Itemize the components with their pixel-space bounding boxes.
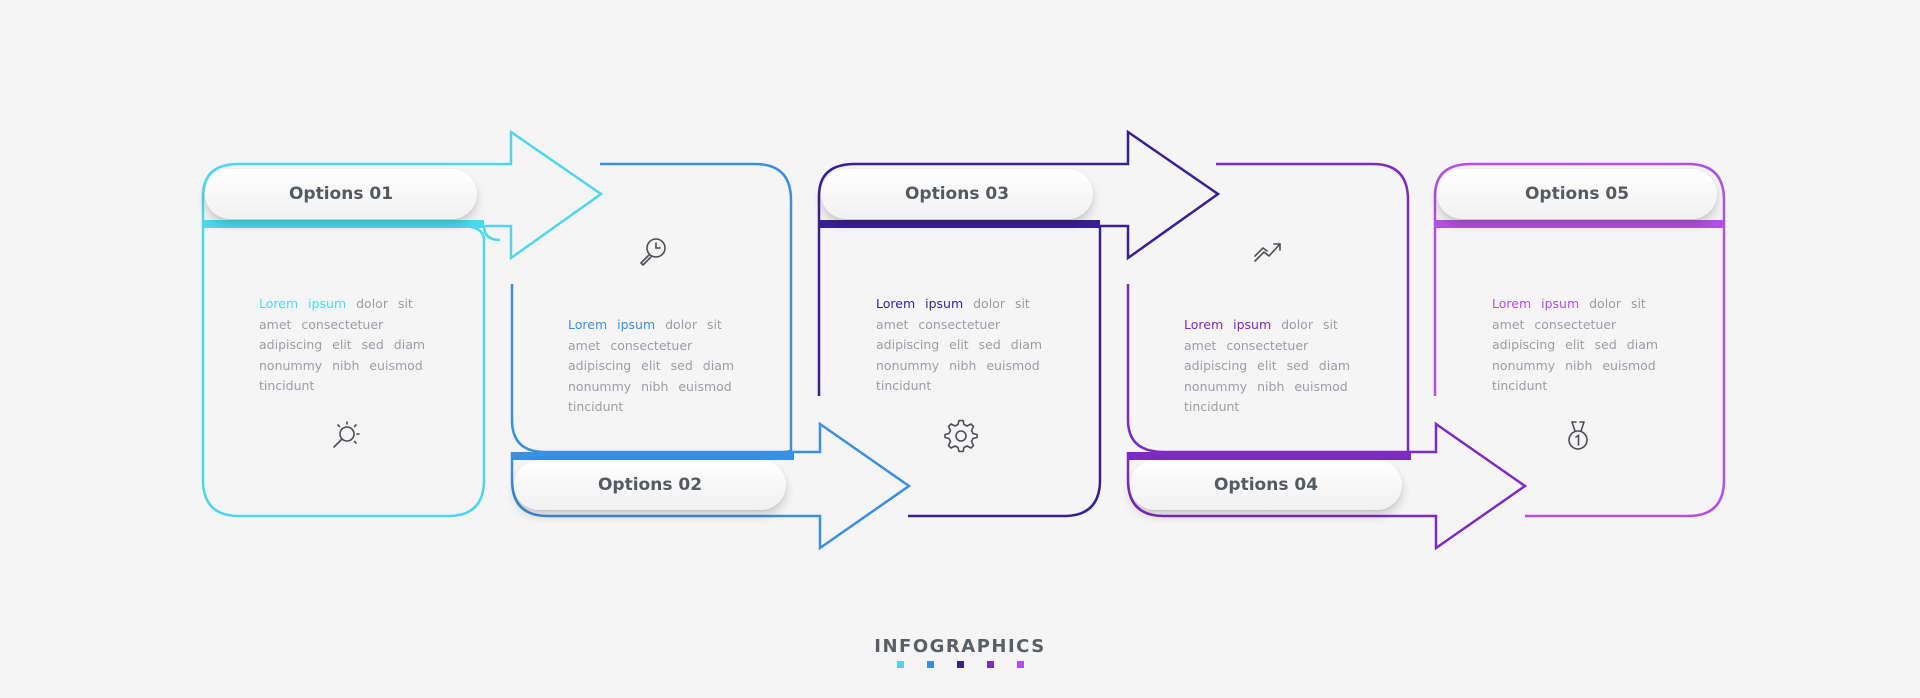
step-5-body: Lorem ipsum dolor sit amet consectetuer … (1492, 294, 1672, 397)
brand-title: INFOGRAPHICS (874, 636, 1046, 657)
step-4-body: Lorem ipsum dolor sit amet consectetuer … (1184, 315, 1364, 418)
brand-dot-5 (1017, 661, 1024, 668)
step-2-highlight-1: Lorem (568, 317, 608, 332)
step-4-highlight-1: Lorem (1184, 317, 1224, 332)
step-2-body: Lorem ipsum dolor sit amet consectetuer … (568, 315, 748, 418)
brand-dot-2 (927, 661, 934, 668)
step-4-frame (1126, 162, 1528, 551)
step-2-frame (510, 162, 912, 551)
step-1-highlight-1: Lorem (259, 296, 299, 311)
step-3-highlight-1: Lorem (876, 296, 916, 311)
step-1-highlight-2: ipsum (308, 296, 347, 311)
brand-dots (897, 661, 1024, 669)
medal-icon (1561, 419, 1595, 453)
step-1-body: Lorem ipsum dolor sit amet consectetuer … (259, 294, 439, 397)
step-3-body: Lorem ipsum dolor sit amet consectetuer … (876, 294, 1056, 397)
step-3-highlight-2: ipsum (925, 296, 964, 311)
step-2-highlight-2: ipsum (617, 317, 656, 332)
step-5-frame (1433, 162, 1726, 518)
step-2-text: dolor sit amet consectetuer adipiscing e… (568, 317, 735, 415)
step-5-title: Options 05 (1437, 169, 1717, 219)
step-5-highlight-2: ipsum (1541, 296, 1580, 311)
brand-dot-4 (987, 661, 994, 668)
step-3-text: dolor sit amet consectetuer adipiscing e… (876, 296, 1043, 394)
lightbulb-icon (328, 419, 362, 453)
brand-dot-3 (957, 661, 964, 668)
gear-icon (944, 419, 978, 453)
step-4-title: Options 04 (1130, 460, 1402, 510)
step-2-title: Options 02 (514, 460, 786, 510)
step-5-text: dolor sit amet consectetuer adipiscing e… (1492, 296, 1659, 394)
search-clock-icon (636, 235, 670, 269)
step-1-title: Options 01 (205, 169, 477, 219)
step-4-text: dolor sit amet consectetuer adipiscing e… (1184, 317, 1351, 415)
step-3-title: Options 03 (821, 169, 1093, 219)
step-3-frame (817, 129, 1221, 518)
step-1-frame (201, 129, 604, 518)
brand-dot-1 (897, 661, 904, 668)
step-1-text: dolor sit amet consectetuer adipiscing e… (259, 296, 426, 394)
step-5-highlight-1: Lorem (1492, 296, 1532, 311)
trend-up-icon (1252, 235, 1286, 269)
step-4-highlight-2: ipsum (1233, 317, 1272, 332)
